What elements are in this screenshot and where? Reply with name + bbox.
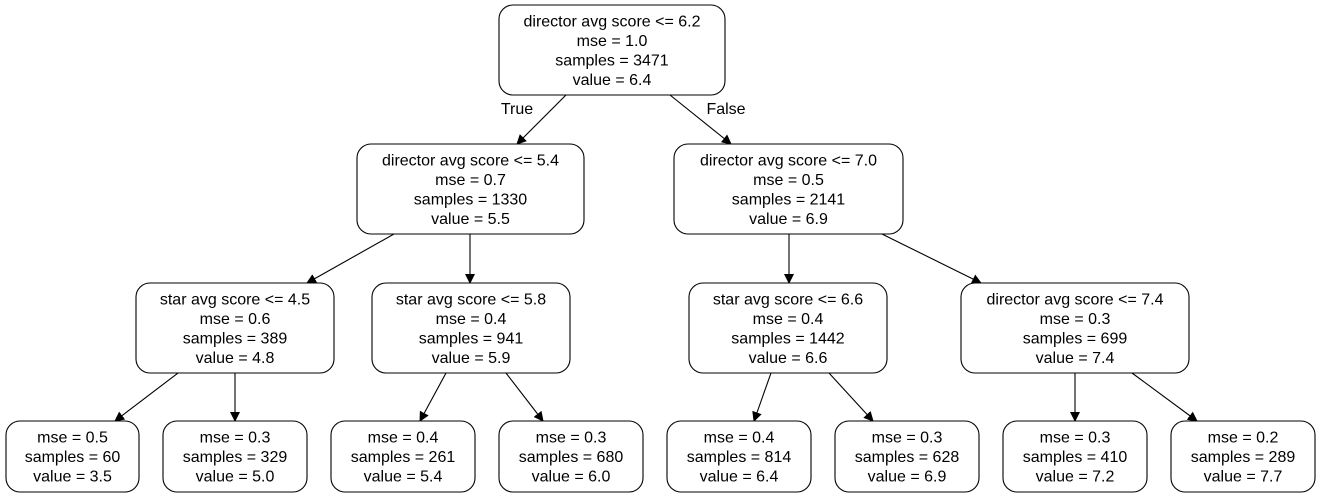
node-split-condition: director avg score <= 7.0 <box>700 152 877 169</box>
node-split-condition: director avg score <= 7.4 <box>987 291 1164 308</box>
node-value-text: value = 3.5 <box>33 469 112 486</box>
node-box <box>330 420 476 493</box>
leaf-node-n10: mse = 0.3 samples = 680 value = 6.0 <box>498 420 644 493</box>
node-mse-text: mse = 0.2 <box>1208 430 1279 447</box>
node-samples-text: samples = 289 <box>1191 449 1296 466</box>
node-split-condition: director avg score <= 6.2 <box>524 13 701 30</box>
leaf-node-n13: mse = 0.3 samples = 410 value = 7.2 <box>1002 420 1148 493</box>
split-node-n2: director avg score <= 7.0 mse = 0.5 sample… <box>673 143 904 235</box>
node-split-condition: star avg score <= 5.8 <box>396 291 546 308</box>
node-samples-text: samples = 2141 <box>732 191 846 208</box>
leaf-node-n14: mse = 0.2 samples = 289 value = 7.7 <box>1170 420 1316 493</box>
node-value-text: value = 6.4 <box>700 469 779 486</box>
node-value-text: value = 6.9 <box>868 469 947 486</box>
node-samples-text: samples = 389 <box>183 330 288 347</box>
split-node-n4: star avg score <= 5.8 mse = 0.4 samples = … <box>371 282 571 374</box>
split-node-n3: star avg score <= 4.5 mse = 0.6 samples = … <box>135 282 335 374</box>
node-samples-text: samples = 329 <box>183 449 288 466</box>
tree-edge-n4-n9 <box>419 372 447 422</box>
node-mse-text: mse = 0.3 <box>200 430 271 447</box>
node-split-condition: star avg score <= 4.5 <box>160 291 310 308</box>
node-samples-text: samples = 261 <box>351 449 456 466</box>
node-box <box>498 420 644 493</box>
node-mse-text: mse = 0.4 <box>704 430 775 447</box>
node-box <box>498 4 726 96</box>
split-node-n6: director avg score <= 7.4 mse = 0.3 sample… <box>960 282 1190 374</box>
node-box <box>688 282 888 374</box>
leaf-node-n9: mse = 0.4 samples = 261 value = 5.4 <box>330 420 476 493</box>
tree-edge-n1-n3 <box>306 233 395 284</box>
node-samples-text: samples = 410 <box>1023 449 1128 466</box>
node-box <box>1170 420 1316 493</box>
split-node-n5: star avg score <= 6.6 mse = 0.4 samples = … <box>688 282 888 374</box>
node-value-text: value = 6.0 <box>532 469 611 486</box>
node-samples-text: samples = 1442 <box>731 330 845 347</box>
node-mse-text: mse = 0.7 <box>435 172 506 189</box>
node-samples-text: samples = 699 <box>1023 330 1128 347</box>
node-box <box>135 282 335 374</box>
node-samples-text: samples = 941 <box>419 330 524 347</box>
node-value-text: value = 7.4 <box>1036 350 1115 367</box>
node-box <box>356 143 585 235</box>
split-node-n1: director avg score <= 5.4 mse = 0.7 sample… <box>356 143 585 235</box>
edges-layer: True False <box>114 94 1198 422</box>
node-value-text: value = 6.9 <box>749 211 828 228</box>
tree-edge-n5-n11 <box>752 372 772 422</box>
node-value-text: value = 5.0 <box>196 469 275 486</box>
node-box <box>666 420 812 493</box>
node-value-text: value = 6.4 <box>573 72 652 89</box>
node-box <box>960 282 1190 374</box>
leaf-node-n8: mse = 0.3 samples = 329 value = 5.0 <box>162 420 308 493</box>
leaf-node-n7: mse = 0.5 samples = 60 value = 3.5 <box>5 420 140 493</box>
node-mse-text: mse = 0.6 <box>200 311 271 328</box>
node-split-condition: director avg score <= 5.4 <box>382 152 559 169</box>
tree-edge-n4-n10 <box>505 372 544 422</box>
tree-edge-n2-n6 <box>881 233 982 284</box>
node-mse-text: mse = 0.3 <box>1040 311 1111 328</box>
node-value-text: value = 7.2 <box>1036 469 1115 486</box>
node-value-text: value = 5.9 <box>432 350 511 367</box>
node-box <box>162 420 308 493</box>
node-samples-text: samples = 680 <box>519 449 624 466</box>
node-mse-text: mse = 0.3 <box>1040 430 1111 447</box>
tree-edge-n6-n14 <box>1131 372 1198 422</box>
node-box <box>834 420 980 493</box>
node-mse-text: mse = 0.5 <box>753 172 824 189</box>
node-box <box>673 143 904 235</box>
tree-edge-n0-n2 <box>669 94 732 145</box>
node-mse-text: mse = 0.5 <box>37 430 108 447</box>
node-split-condition: star avg score <= 6.6 <box>713 291 863 308</box>
node-mse-text: mse = 0.3 <box>536 430 607 447</box>
tree-edge-n5-n12 <box>828 372 874 422</box>
node-samples-text: samples = 628 <box>855 449 960 466</box>
node-samples-text: samples = 60 <box>25 449 121 466</box>
node-value-text: value = 5.5 <box>431 211 510 228</box>
node-samples-text: samples = 1330 <box>414 191 528 208</box>
leaf-node-n12: mse = 0.3 samples = 628 value = 6.9 <box>834 420 980 493</box>
node-value-text: value = 7.7 <box>1204 469 1283 486</box>
edge-label-false: False <box>706 101 745 118</box>
node-samples-text: samples = 3471 <box>555 52 669 69</box>
node-mse-text: mse = 0.3 <box>872 430 943 447</box>
node-box <box>1002 420 1148 493</box>
node-samples-text: samples = 814 <box>687 449 792 466</box>
node-mse-text: mse = 0.4 <box>753 311 824 328</box>
node-value-text: value = 6.6 <box>749 350 828 367</box>
node-box <box>5 420 140 493</box>
tree-edge-n3-n7 <box>114 372 179 422</box>
node-mse-text: mse = 1.0 <box>577 33 648 50</box>
split-node-n0: director avg score <= 6.2 mse = 1.0 sample… <box>498 4 726 96</box>
nodes-layer: director avg score <= 6.2 mse = 1.0 sample… <box>5 4 1316 493</box>
node-box <box>371 282 571 374</box>
node-mse-text: mse = 0.4 <box>436 311 507 328</box>
node-mse-text: mse = 0.4 <box>368 430 439 447</box>
node-value-text: value = 4.8 <box>196 350 275 367</box>
node-value-text: value = 5.4 <box>364 469 443 486</box>
edge-label-true: True <box>501 101 533 118</box>
tree-edge-n0-n1 <box>516 94 567 145</box>
leaf-node-n11: mse = 0.4 samples = 814 value = 6.4 <box>666 420 812 493</box>
